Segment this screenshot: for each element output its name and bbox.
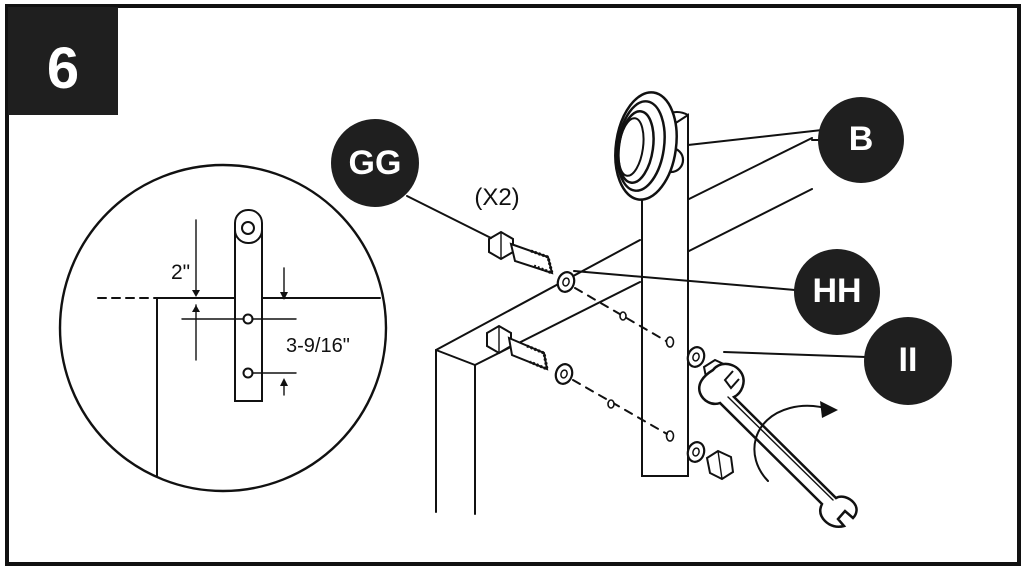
detail-axle-hole: [241, 221, 255, 235]
front-upper-washer-center: [562, 277, 570, 287]
lower-alignment-dashed-line: [572, 379, 668, 435]
rear-lower-nut-face-line: [717, 450, 723, 480]
strap-upper-hole: [665, 336, 675, 348]
door-lower-pilot-hole: [607, 399, 615, 409]
b-callout-upper-line: [687, 129, 823, 146]
callout-b-circle: [818, 97, 904, 183]
callout-ii-label: II: [899, 341, 918, 379]
wrench-handle-line: [727, 396, 834, 501]
front-lower-washer-center: [560, 369, 568, 379]
detail-inset: 2" 3-9/16": [58, 163, 388, 493]
callout-gg-label: GG: [349, 144, 402, 182]
rear-lower-washer: [686, 441, 706, 463]
step-badge: 6: [8, 7, 118, 115]
hole-spacing-arrow-down: [280, 292, 288, 300]
callout-hh-circle: [794, 249, 880, 335]
dimension-2-inch-arrow-up: [192, 305, 200, 312]
door-top-far-back-edge: [686, 137, 813, 201]
rear-upper-washer: [686, 346, 706, 368]
door-upper-pilot-hole: [619, 311, 627, 321]
callout-ii: II: [864, 317, 952, 405]
rear-upper-washer-center: [692, 352, 700, 362]
hh-callout-line: [573, 270, 796, 291]
upper-bolt-thread: [530, 249, 555, 276]
rear-lower-washer-center: [692, 447, 700, 457]
callout-ii-circle: [864, 317, 952, 405]
callout-hh: HH: [794, 249, 880, 335]
front-lower-washer: [554, 363, 574, 385]
step-number: 6: [47, 36, 79, 101]
wrench-tool: [698, 362, 858, 529]
lower-bolt: [486, 324, 549, 372]
hole-spacing-label: 3-9/16": [286, 335, 350, 357]
step-badge-background: [8, 7, 118, 115]
strap-lower-hole: [665, 430, 675, 442]
quantity-label: (X2): [474, 184, 519, 211]
dimension-2-inch-arrow-down: [192, 290, 200, 297]
detail-circle: [58, 163, 388, 493]
front-upper-washer: [556, 271, 576, 293]
lower-bolt-thread: [526, 344, 549, 372]
callout-hh-label: HH: [812, 272, 861, 310]
gg-callout-line: [406, 195, 492, 239]
rotation-arrow-head: [820, 401, 838, 418]
door-top-back-edge: [435, 239, 641, 351]
door-corner-top: [435, 349, 476, 366]
door-top-far-front-edge: [686, 188, 813, 253]
callout-b-label: B: [849, 120, 874, 158]
ii-callout-line: [723, 351, 867, 358]
callout-b: B: [818, 97, 904, 183]
wrench-open-end: [723, 370, 740, 390]
rotation-arrow-curve: [753, 404, 833, 482]
upper-bolt: [488, 230, 555, 276]
callout-gg: GG: [331, 119, 419, 207]
main-assembly: [435, 91, 813, 515]
detail-upper-hole: [242, 313, 254, 325]
wheel-ring-3: [617, 117, 645, 177]
dimension-2-inch-label: 2": [171, 261, 190, 284]
detail-lower-hole: [242, 367, 254, 379]
front-washers: [554, 271, 576, 385]
callout-gg-circle: [331, 119, 419, 207]
hole-spacing-arrow-up: [280, 378, 288, 386]
